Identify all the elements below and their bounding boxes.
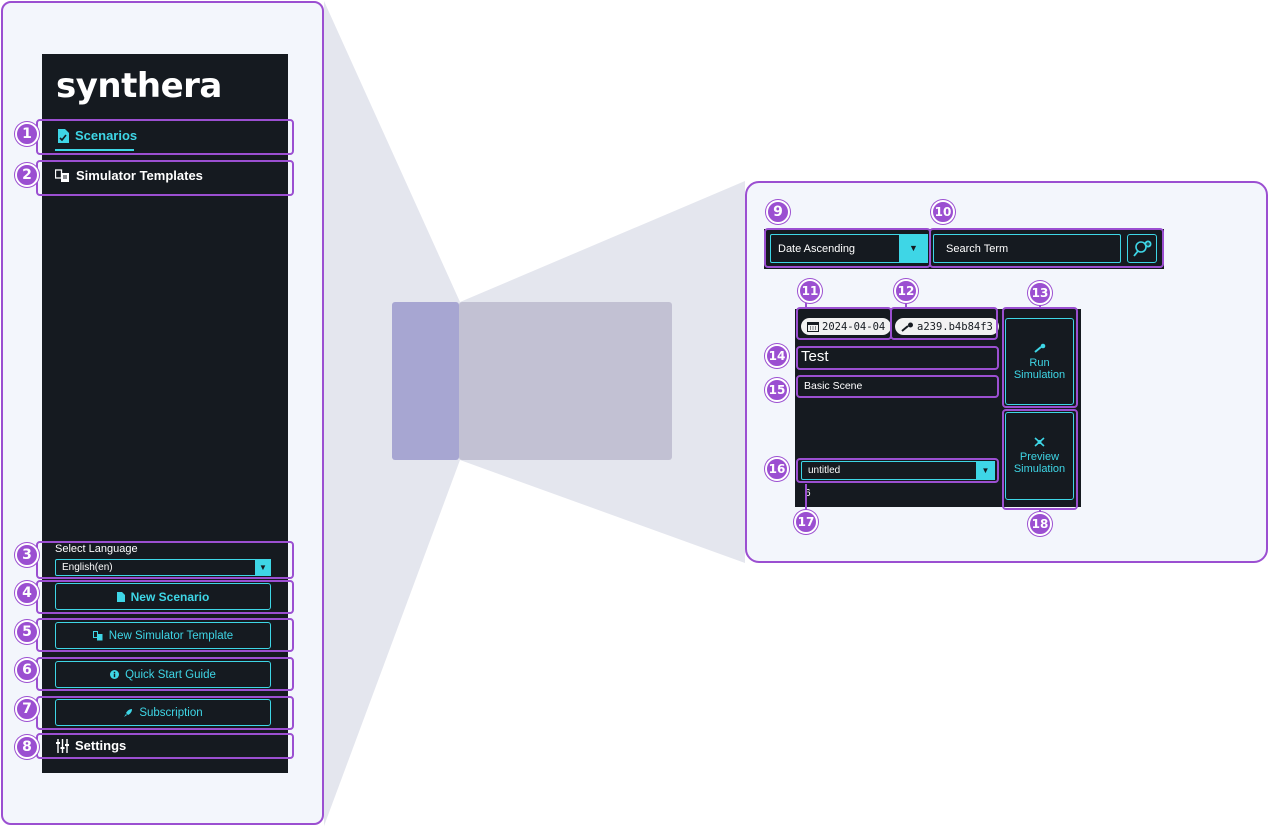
annotation-badge-15: 15 — [765, 378, 789, 402]
annotation-badge-7: 7 — [15, 697, 39, 721]
annotation-badge-6: 6 — [15, 658, 39, 682]
nav-scenarios-label: Scenarios — [75, 128, 138, 143]
language-label: Select Language — [55, 543, 138, 555]
annotation-badge-12: 12 — [894, 279, 918, 303]
run-label-line2: Simulation — [1013, 368, 1066, 381]
annotation-badge-17: 17 — [794, 510, 818, 534]
settings-label: Settings — [75, 738, 127, 753]
language-value: English(en) — [62, 562, 113, 573]
version-chip: a239.b4b84f3 — [895, 318, 999, 335]
annotation-badge-11: 11 — [798, 279, 822, 303]
annotation-badge-9: 9 — [766, 200, 790, 224]
run-label-line1: Run — [1029, 356, 1050, 369]
nav-simulator-templates[interactable]: Simulator Templates — [55, 168, 203, 183]
subscription-button[interactable]: Subscription — [55, 699, 271, 726]
quick-start-guide-button[interactable]: Quick Start Guide — [55, 661, 271, 688]
preview-label-line2: Simulation — [1013, 463, 1066, 475]
date-value: 2024-04-04 — [822, 320, 886, 333]
nav-settings[interactable]: Settings — [56, 738, 126, 753]
chevron-down-icon: ▼ — [255, 559, 271, 576]
template-select[interactable]: untitled ▼ — [801, 461, 995, 480]
document-icon — [58, 128, 69, 143]
new-simulator-template-label: New Simulator Template — [108, 629, 234, 642]
annotation-badge-8: 8 — [15, 735, 39, 759]
search-input[interactable] — [933, 234, 1121, 263]
annotation-badge-14: 14 — [765, 344, 789, 368]
preview-label-line1: Preview — [1019, 451, 1060, 463]
search-add-icon — [1133, 240, 1152, 257]
info-icon — [110, 670, 120, 679]
sidebar — [42, 54, 288, 773]
annotation-badge-5: 5 — [15, 620, 39, 644]
search-button[interactable] — [1127, 234, 1157, 263]
scenario-subtitle: Basic Scene — [804, 380, 863, 392]
sliders-icon — [56, 738, 69, 753]
document-icon — [116, 591, 125, 602]
rocket-icon — [124, 708, 133, 717]
nav-simulator-templates-label: Simulator Templates — [76, 168, 203, 183]
annotation-badge-18: 18 — [1028, 512, 1052, 536]
new-simulator-template-button[interactable]: New Simulator Template — [55, 622, 271, 649]
scenario-count: 6 — [805, 488, 811, 499]
annotation-badge-3: 3 — [15, 543, 39, 567]
new-scenario-label: New Scenario — [130, 589, 210, 604]
scenario-title: Test — [801, 348, 829, 365]
language-select[interactable]: English(en) ▼ — [55, 559, 271, 576]
annotation-badge-13: 13 — [1028, 281, 1052, 305]
active-tab-underline — [55, 149, 134, 151]
sort-select[interactable]: Date Ascending ▼ — [770, 234, 928, 263]
preview-icon — [1034, 437, 1045, 447]
annotation-badge-10: 10 — [931, 200, 955, 224]
template-icon — [55, 168, 69, 182]
date-chip: 2024-04-04 — [801, 318, 892, 335]
nav-scenarios[interactable]: Scenarios — [57, 128, 137, 143]
sort-value: Date Ascending — [778, 243, 856, 255]
template-icon — [92, 630, 103, 640]
annotation-badge-4: 4 — [15, 581, 39, 605]
annotation-badge-16: 16 — [765, 457, 789, 481]
new-scenario-button[interactable]: New Scenario — [55, 583, 271, 610]
annotation-badge-1: 1 — [15, 122, 39, 146]
chevron-down-icon: ▼ — [976, 461, 995, 480]
subscription-label: Subscription — [139, 706, 203, 719]
wrench-icon — [1033, 343, 1045, 353]
calendar-icon — [807, 322, 819, 332]
quick-start-guide-label: Quick Start Guide — [125, 668, 216, 681]
version-value: a239.b4b84f3 — [917, 320, 993, 333]
template-value: untitled — [808, 465, 841, 476]
chevron-down-icon: ▼ — [899, 234, 928, 263]
annotation-badge-2: 2 — [15, 163, 39, 187]
wrench-icon — [901, 322, 913, 332]
brand-logo: synthera — [56, 66, 222, 106]
